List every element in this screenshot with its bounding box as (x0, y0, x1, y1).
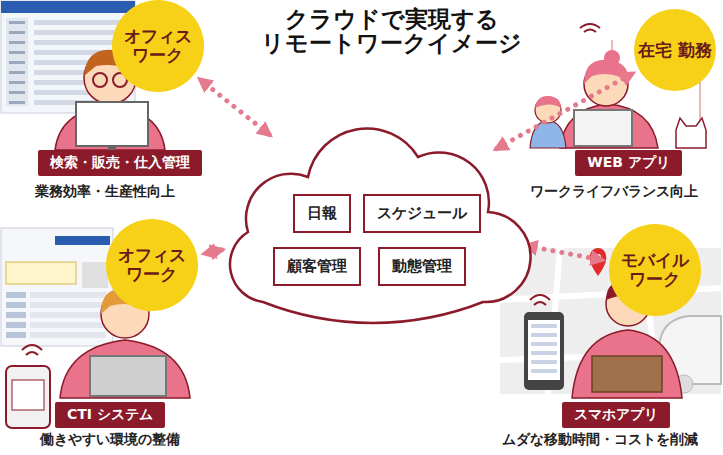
node-text: 日報 (307, 204, 337, 223)
mobile-worker (531, 369, 557, 373)
cti-screenshot (6, 322, 26, 328)
office-screenshot (9, 101, 25, 104)
cti-screenshot (55, 236, 110, 245)
mobile-worker (531, 333, 557, 337)
cti-worker (12, 380, 44, 410)
cti-worker (22, 345, 42, 355)
cloud-function-box: 顧客管理 (273, 247, 361, 286)
system-label-box: スマホアプリ (562, 402, 670, 428)
work-style-badge: オフィス ワーク (106, 219, 199, 312)
cti-worker (6, 366, 50, 428)
mobile-worker (530, 295, 550, 305)
dotted-arrow (526, 246, 601, 260)
office-screenshot (1, 1, 135, 13)
office-screenshot (9, 61, 25, 64)
node-text: スケジュール (377, 204, 467, 223)
system-label-box: WEB アプリ (575, 150, 682, 176)
benefit-caption: 働きやすい環境の整備 (40, 431, 180, 448)
cloud-function-box: 日報 (293, 194, 351, 233)
home-worker (560, 104, 658, 148)
cloud-function-box: スケジュール (363, 194, 481, 233)
office-screenshot (9, 21, 25, 24)
cti-screenshot (6, 262, 76, 284)
node-text: WEB アプリ (587, 154, 670, 172)
work-style-badge: オフィス ワーク (112, 0, 205, 92)
benefit-caption: ワークライフバランス向上 (530, 183, 698, 200)
cloud-shape: 日報 スケジュール顧客管理 動態管理 (218, 112, 528, 322)
cti-screenshot (6, 332, 26, 338)
mobile-worker (528, 320, 560, 380)
cti-screenshot (30, 312, 106, 318)
office-worker (93, 73, 107, 87)
cti-worker (90, 356, 166, 396)
office-screenshot (9, 41, 25, 44)
cloud-outline (230, 128, 531, 322)
cti-worker (60, 340, 190, 398)
node-text: スマホアプリ (574, 406, 658, 424)
office-screenshot (6, 18, 28, 106)
mobile-worker (531, 351, 557, 355)
node-text: 動態管理 (392, 257, 452, 276)
dotted-arrow (201, 80, 270, 135)
cti-screenshot (82, 262, 108, 288)
cti-screenshot (6, 292, 26, 298)
mobile-worker (524, 312, 564, 390)
cti-screenshot (6, 292, 106, 338)
office-screenshot (34, 20, 128, 25)
mobile-worker (531, 342, 557, 346)
dotted-arrow (497, 74, 632, 149)
cti-screenshot (30, 322, 106, 328)
system-label-box: CTI システム (55, 402, 165, 428)
cti-screenshot (30, 332, 106, 338)
node-text: 検索・販売・仕入管理 (50, 154, 190, 172)
cloud-function-box: 動態管理 (378, 247, 466, 286)
benefit-caption: ムダな移動時間・コストを削減 (502, 431, 698, 448)
work-style-badge: 在宅 勤務 (634, 9, 716, 91)
mobile-worker (531, 324, 557, 373)
cti-screenshot (6, 302, 26, 308)
system-label-box: 検索・販売・仕入管理 (38, 150, 202, 176)
office-screenshot (9, 91, 25, 94)
mobile-worker (531, 324, 557, 328)
home-worker (574, 110, 632, 146)
cti-screenshot (1, 228, 113, 346)
dotted-arrow (205, 250, 221, 254)
cti-screenshot (1, 228, 113, 346)
home-worker (604, 50, 620, 66)
office-screenshot (9, 81, 25, 84)
cti-screenshot (30, 292, 106, 298)
mobile-worker (590, 248, 607, 276)
office-screenshot (9, 71, 25, 74)
node-text: オフィス ワーク (113, 246, 191, 283)
node-text: モバイル ワーク (616, 251, 694, 288)
office-worker (76, 102, 148, 146)
node-text: オフィス ワーク (119, 27, 197, 64)
node-text: 顧客管理 (287, 257, 347, 276)
benefit-caption: 業務効率・生産性向上 (35, 183, 175, 200)
home-worker (530, 120, 566, 148)
mobile-worker (572, 330, 682, 398)
diagram-title: クラウドで実現する リモートワークイメージ (259, 7, 526, 55)
node-text: CTI システム (67, 406, 153, 424)
node-text: 在宅 勤務 (638, 41, 712, 60)
mobile-worker (592, 356, 662, 392)
home-worker (676, 118, 706, 148)
work-style-badge: モバイル ワーク (609, 224, 702, 317)
home-worker (580, 24, 600, 32)
mobile-worker (531, 360, 557, 364)
cti-screenshot (30, 302, 106, 308)
office-screenshot (9, 31, 25, 34)
home-worker (535, 96, 561, 108)
office-screenshot (9, 51, 25, 54)
cti-screenshot (6, 312, 26, 318)
